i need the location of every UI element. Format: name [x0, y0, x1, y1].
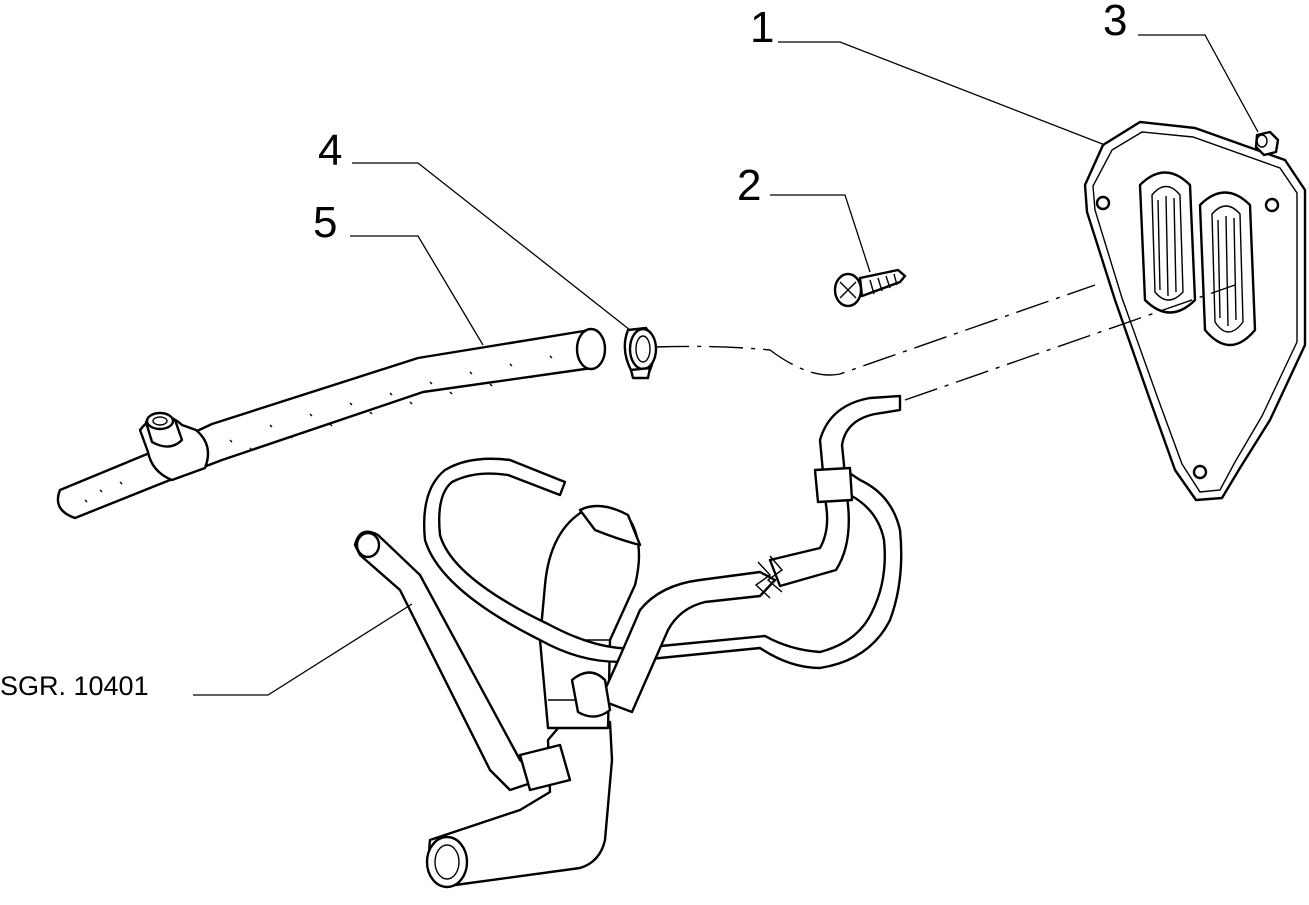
callout-4-label: 4	[318, 126, 342, 175]
part-3-plug	[1254, 130, 1280, 157]
callout-4: 4	[318, 126, 631, 331]
callout-2-label: 2	[737, 161, 761, 210]
callout-5-label: 5	[313, 198, 337, 247]
callout-1-label: 1	[750, 3, 774, 52]
hose-assembly	[353, 394, 903, 889]
part-1-cover-plate	[1083, 120, 1307, 502]
callout-3: 3	[1103, 0, 1259, 133]
reference-label: SGR. 10401	[0, 671, 149, 701]
callout-3-label: 3	[1103, 0, 1127, 45]
callout-2: 2	[737, 161, 871, 273]
assembly-lines	[654, 284, 1236, 401]
part-4-hose-clamp	[623, 326, 658, 380]
callout-5: 5	[313, 198, 484, 346]
part-5-hose	[56, 327, 607, 520]
reference-callout: SGR. 10401	[0, 603, 413, 701]
part-2-screw	[833, 268, 907, 308]
callout-1: 1	[750, 3, 1106, 146]
